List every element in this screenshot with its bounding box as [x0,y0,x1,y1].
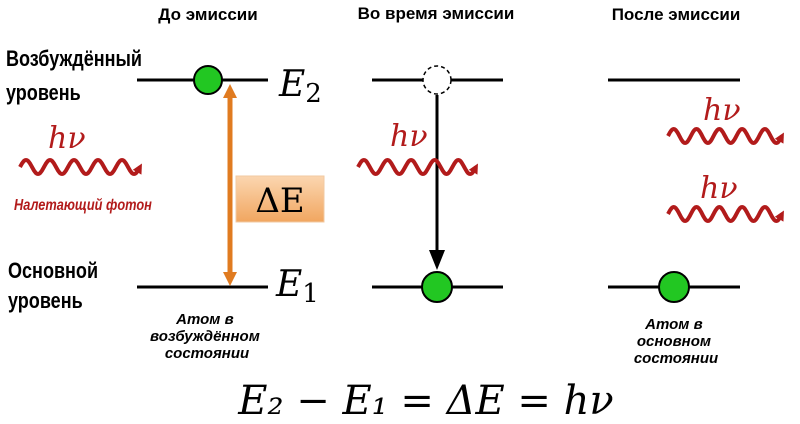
incoming-photon-label: Налетающий фотон [14,197,152,215]
outgoing-photon-1-hnu: hν [703,93,741,128]
electron-ground-after [658,271,690,303]
incoming-photon-wave [18,157,142,177]
energy-gap-arrow-bottom-head [223,272,237,286]
electron-excited [193,65,223,95]
e2-label: E2 [278,64,322,109]
excited-level-label-2: уровень [6,81,81,105]
header-after: После эмиссии [612,5,741,24]
excited-level-label-1: Возбуждённый [6,47,142,71]
stimulating-photon-hnu: hν [390,119,428,154]
delta-e-box [235,175,325,223]
header-during: Во время эмиссии [358,4,515,23]
electron-vacated-position [422,65,452,95]
transition-arrow-head [429,250,445,270]
excited-state-caption: Атом в возбуждённом состоянии [150,311,264,362]
energy-gap-arrow-top-head [223,84,237,98]
delta-e-label: ΔE [255,181,304,221]
stimulating-photon-wave [356,157,478,177]
incoming-photon-hnu: hν [48,121,86,156]
outgoing-photon-2-wave [666,204,784,224]
ground-level-label-1: Основной [8,259,98,283]
electron-ground-during [421,271,453,303]
e1-label: E1 [275,264,319,309]
header-before: До эмиссии [158,5,257,24]
energy-equation: E₂ − E₁ = ΔE = hν [237,378,613,424]
ground-state-caption: Атом в основном состоянии [634,316,718,367]
outgoing-photon-2-hnu: hν [700,171,738,206]
ground-level-label-2: уровень [8,289,83,313]
outgoing-photon-1-wave [666,126,784,146]
